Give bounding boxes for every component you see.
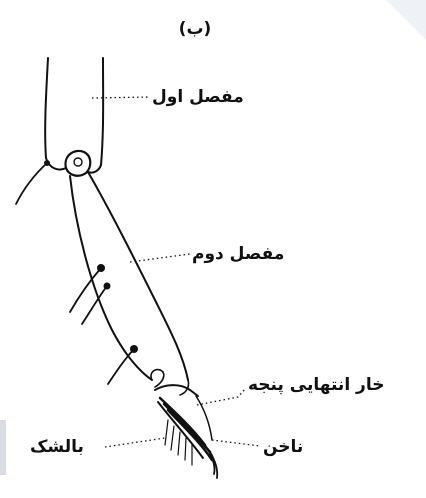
first-segment bbox=[45, 58, 103, 173]
leader-terminal-spine bbox=[197, 388, 246, 405]
label-claw: ناخن bbox=[263, 437, 303, 457]
figure-caption: (ب) bbox=[179, 19, 212, 39]
label-first-joint: مفصل اول bbox=[152, 87, 244, 107]
segment-spines bbox=[70, 264, 138, 384]
leader-second-joint bbox=[130, 254, 190, 262]
joint-hair bbox=[16, 163, 47, 204]
joint-knob bbox=[44, 151, 90, 176]
label-second-joint: مفصل دوم bbox=[192, 244, 284, 264]
label-pad: بالشک bbox=[30, 437, 84, 457]
tarsus-tip bbox=[155, 385, 217, 478]
leader-first-joint bbox=[92, 97, 150, 98]
label-terminal-spine: خار انتهایی پنجه bbox=[248, 375, 384, 395]
leader-claw bbox=[212, 440, 260, 446]
leader-pad bbox=[105, 438, 165, 447]
